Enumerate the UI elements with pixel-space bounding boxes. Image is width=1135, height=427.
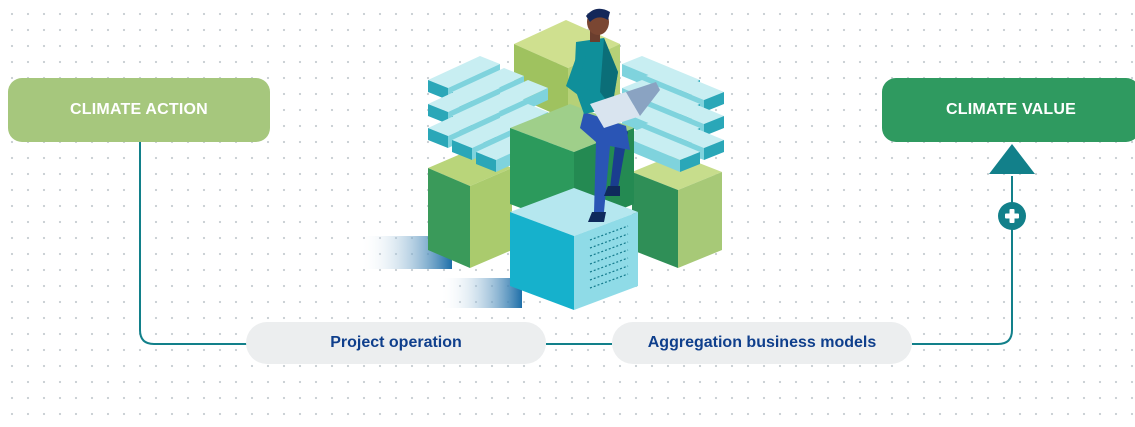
green-cube-right [632,154,722,268]
project-operation-label: Project operation [330,334,462,351]
aggregation-business-models-pill: Aggregation business models [612,322,912,364]
data-cube-front [510,188,638,310]
plus-icon [998,202,1026,230]
climate-action-box: CLIMATE ACTION [8,78,270,142]
connector-line-right [912,176,1013,345]
climate-value-label: CLIMATE VALUE [946,101,1076,118]
server-rack-left [428,56,548,172]
project-operation-pill: Project operation [246,322,546,364]
aggregation-business-models-label: Aggregation business models [647,334,877,351]
person-with-laptop [566,8,660,222]
climate-value-box: CLIMATE VALUE [882,78,1135,142]
motion-streak [440,278,522,308]
arrow-up-icon [989,144,1035,174]
connector-line [139,142,250,345]
illustration-person-on-data-cubes [360,8,724,310]
climate-action-label: CLIMATE ACTION [70,101,208,118]
